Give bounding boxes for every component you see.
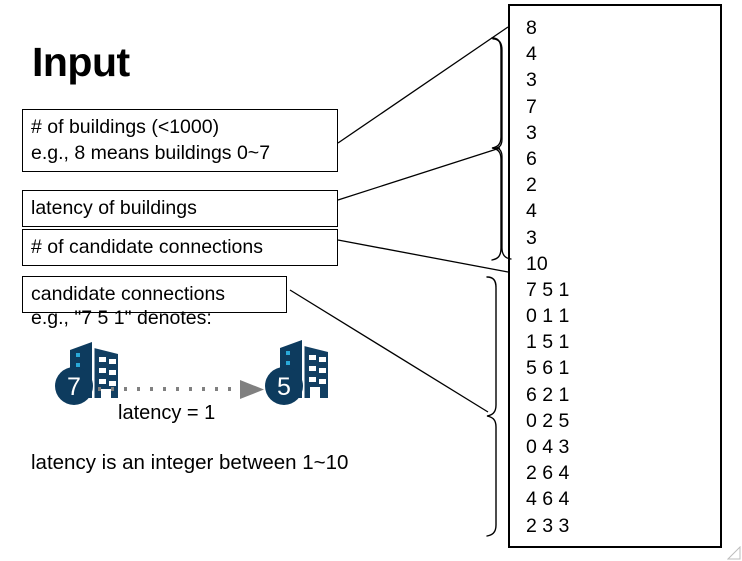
data-row: 5 6 1 [526, 357, 570, 380]
input-data-list: 8 4 3 7 3 6 2 4 3 10 7 5 1 0 1 1 1 5 1 5 6 1 6 2 1 0 2 … [526, 15, 569, 539]
data-row: 6 [526, 147, 537, 170]
label-box-latency-of-buildings[interactable]: latency of buildings [22, 190, 338, 227]
data-row: 0 4 3 [526, 436, 570, 458]
resize-handle-icon[interactable] [727, 546, 741, 560]
input-data-panel: 8 4 3 7 3 6 2 4 3 10 7 5 1 0 1 1 1 5 1 5 6 1 6 2 1 0 2 … [508, 4, 722, 548]
leader-line-buildings-count [337, 26, 509, 144]
data-row: 3 [526, 121, 537, 144]
data-row: 3 [526, 226, 537, 249]
box-buildings-line-1: # of buildings (<1000) [31, 116, 220, 138]
page-title: Input [32, 39, 130, 85]
data-row: 6 2 1 [526, 383, 570, 406]
box-buildings-line-2: e.g., 8 means buildings 0~7 [31, 142, 271, 164]
data-row: 0 2 5 [526, 409, 570, 432]
data-row: 2 [526, 174, 537, 197]
label-box-buildings-count[interactable]: # of buildings (<1000) e.g., 8 means bui… [22, 109, 338, 172]
box-candconn-line-1: candidate connections [31, 283, 226, 305]
data-row: 4 [526, 43, 537, 66]
data-row: 7 [526, 95, 537, 118]
data-row: 2 6 4 [526, 462, 570, 485]
data-row: 8 [526, 17, 537, 39]
building-target-number: 5 [277, 373, 291, 401]
box-candcount-line-1: # of candidate connections [31, 236, 264, 258]
latency-arrow [98, 380, 264, 399]
box-latency-line-1: latency of buildings [31, 197, 197, 219]
example-note: e.g., "7 5 1" denotes: [31, 307, 212, 329]
label-box-candidate-connection-count[interactable]: # of candidate connections [22, 229, 338, 266]
building-icon-target: 5 [264, 336, 334, 413]
data-row: 1 5 1 [526, 331, 570, 354]
data-row: 7 5 1 [526, 278, 570, 301]
brace-connections [486, 276, 497, 537]
data-row: 2 3 3 [526, 514, 570, 537]
latency-equals-label: latency = 1 [118, 402, 216, 424]
brace-latencies-outline [491, 37, 502, 261]
leader-line-candidate-count [337, 239, 509, 273]
data-row: 0 1 1 [526, 305, 570, 328]
data-row: 3 [526, 69, 537, 92]
leader-line-latency [337, 147, 501, 201]
building-source-number: 7 [67, 373, 81, 401]
data-row: 4 6 4 [526, 488, 570, 511]
building-icon-source: 7 [52, 336, 128, 413]
data-row: 4 [526, 200, 537, 223]
label-box-candidate-connections[interactable]: candidate connections [22, 276, 287, 313]
data-row: 10 [526, 252, 548, 275]
latency-range-note: latency is an integer between 1~10 [31, 451, 349, 474]
